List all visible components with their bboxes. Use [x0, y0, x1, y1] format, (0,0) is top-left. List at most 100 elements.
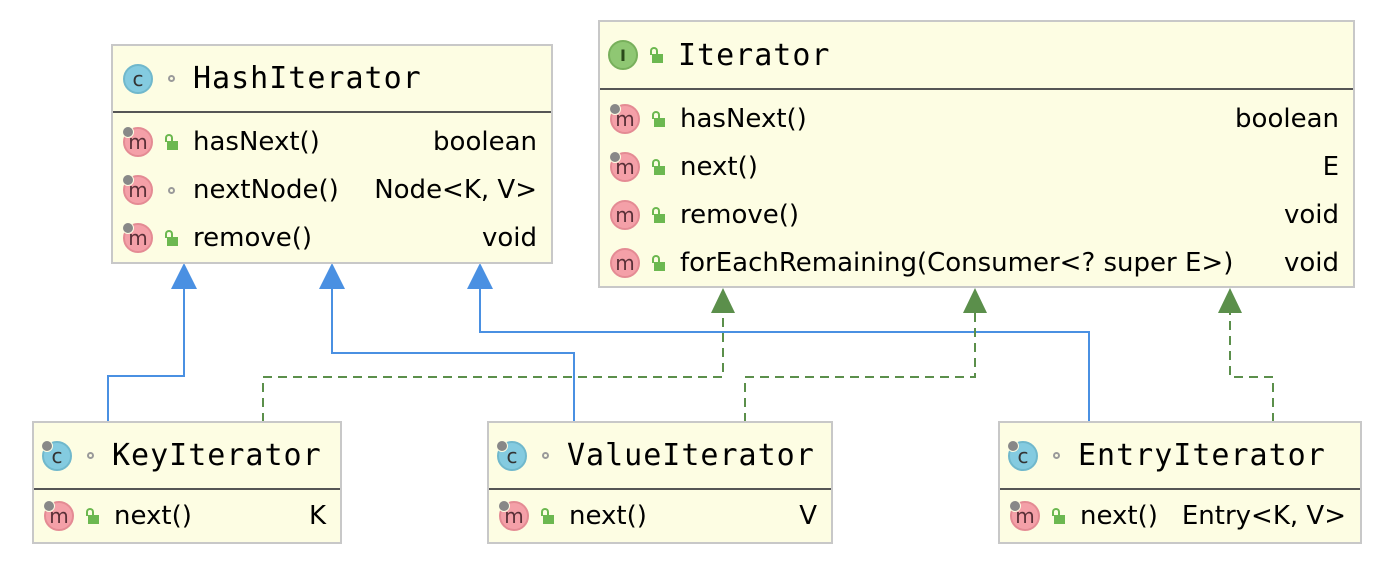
implements-arrowheads: [711, 288, 1242, 313]
method-return-type: void: [481, 223, 537, 253]
extends-arrowhead-2: [319, 263, 345, 289]
class-box-entryiterator[interactable]: c EntryIterator m next() Entry<K, V>: [998, 421, 1362, 544]
method-row[interactable]: m forEachRemaining(Consumer<? super E>) …: [610, 239, 1339, 287]
method-return-type: Node<K, V>: [374, 175, 537, 205]
method-row[interactable]: m next() K: [43, 492, 326, 540]
package-private-icon: [537, 447, 553, 465]
abstract-marker-icon: [122, 222, 134, 234]
abstract-marker-icon: [1007, 439, 1019, 452]
interface-box-iterator[interactable]: I Iterator m hasNext() boolean m next() …: [598, 20, 1355, 288]
method-return-type: boolean: [1235, 104, 1339, 134]
method-icon: m: [610, 200, 640, 230]
class-box-hashiterator[interactable]: c HashIterator m hasNext() boolean m nex…: [111, 44, 553, 264]
class-name: ValueIterator: [567, 438, 815, 473]
package-private-icon: [163, 70, 179, 88]
method-name: next(): [114, 501, 192, 531]
public-lock-icon: [648, 46, 664, 64]
method-name: forEachRemaining(Consumer<? super E>): [680, 248, 1234, 278]
implements-edge-keyiterator: [262, 312, 724, 422]
method-row[interactable]: m hasNext() boolean: [122, 118, 537, 166]
class-icon: c: [496, 439, 527, 471]
class-icon: c: [123, 63, 153, 94]
public-lock-icon: [539, 507, 555, 525]
method-icon: m: [122, 174, 153, 205]
extends-edge-keyiterator: [107, 288, 185, 422]
method-icon: m: [609, 103, 640, 134]
method-icon: m: [609, 151, 640, 182]
class-icon: c: [1007, 439, 1038, 471]
method-return-type: E: [1322, 152, 1339, 182]
method-row[interactable]: m hasNext() boolean: [609, 95, 1339, 143]
class-header: c ValueIterator: [489, 423, 831, 490]
public-lock-icon: [650, 110, 666, 128]
class-box-valueiterator[interactable]: c ValueIterator m next() V: [487, 421, 833, 544]
public-lock-icon: [163, 229, 179, 247]
method-row[interactable]: m remove() void: [122, 214, 537, 262]
interface-name: Iterator: [678, 37, 831, 73]
class-name: HashIterator: [193, 61, 422, 96]
implements-arrowhead-2: [963, 288, 987, 313]
method-row[interactable]: m remove() void: [610, 191, 1339, 239]
public-lock-icon: [650, 158, 666, 176]
class-name: KeyIterator: [112, 438, 322, 473]
abstract-marker-icon: [122, 126, 134, 138]
method-return-type: void: [1283, 248, 1339, 278]
package-private-icon: [163, 181, 179, 199]
abstract-marker-icon: [609, 151, 621, 163]
package-private-icon: [1048, 447, 1064, 465]
implements-arrowhead-3: [1218, 288, 1242, 313]
method-name: next(): [680, 152, 758, 182]
class-header: c EntryIterator: [1000, 423, 1360, 490]
method-return-type: boolean: [433, 127, 537, 157]
method-icon: m: [610, 248, 640, 278]
abstract-marker-icon: [41, 439, 53, 452]
package-private-icon: [82, 447, 98, 465]
extends-arrowhead-1: [171, 263, 197, 289]
implements-edge-valueiterator: [744, 312, 976, 422]
method-icon: m: [122, 126, 153, 157]
method-row[interactable]: m nextNode() Node<K, V>: [122, 166, 537, 214]
implements-edges: [262, 312, 1274, 422]
implements-arrowhead-1: [711, 288, 735, 313]
method-icon: m: [498, 500, 529, 531]
method-name: nextNode(): [193, 175, 339, 205]
abstract-marker-icon: [122, 174, 134, 186]
public-lock-icon: [1050, 507, 1066, 525]
method-return-type: void: [1283, 200, 1339, 230]
extends-arrowheads: [171, 263, 493, 289]
method-row[interactable]: m next() E: [609, 143, 1339, 191]
abstract-marker-icon: [498, 500, 510, 512]
class-icon: c: [41, 439, 72, 471]
method-name: hasNext(): [680, 104, 807, 134]
method-name: next(): [569, 501, 647, 531]
extends-edges: [107, 288, 1090, 422]
abstract-marker-icon: [609, 103, 621, 115]
method-icon: m: [1009, 500, 1040, 531]
method-name: remove(): [680, 200, 800, 230]
interface-header: I Iterator: [600, 22, 1353, 90]
extends-edge-valueiterator: [331, 288, 575, 422]
interface-icon: I: [608, 40, 638, 70]
public-lock-icon: [650, 254, 666, 272]
class-box-keyiterator[interactable]: c KeyIterator m next() K: [32, 421, 342, 544]
abstract-marker-icon: [496, 439, 508, 452]
method-return-type: K: [308, 501, 326, 531]
method-return-type: V: [799, 501, 817, 531]
method-name: hasNext(): [193, 127, 320, 157]
class-header: c KeyIterator: [34, 423, 340, 490]
method-name: next(): [1080, 501, 1158, 531]
public-lock-icon: [650, 206, 666, 224]
abstract-marker-icon: [43, 500, 55, 512]
class-name: EntryIterator: [1078, 438, 1326, 473]
public-lock-icon: [163, 133, 179, 151]
method-row[interactable]: m next() V: [498, 492, 817, 540]
method-return-type: Entry<K, V>: [1181, 501, 1346, 531]
method-icon: m: [122, 222, 153, 253]
method-name: remove(): [193, 223, 313, 253]
class-header: c HashIterator: [113, 46, 551, 113]
method-row[interactable]: m next() Entry<K, V>: [1009, 492, 1346, 540]
implements-edge-entryiterator: [1229, 312, 1274, 422]
extends-edge-entryiterator: [479, 288, 1090, 422]
method-icon: m: [43, 500, 74, 531]
